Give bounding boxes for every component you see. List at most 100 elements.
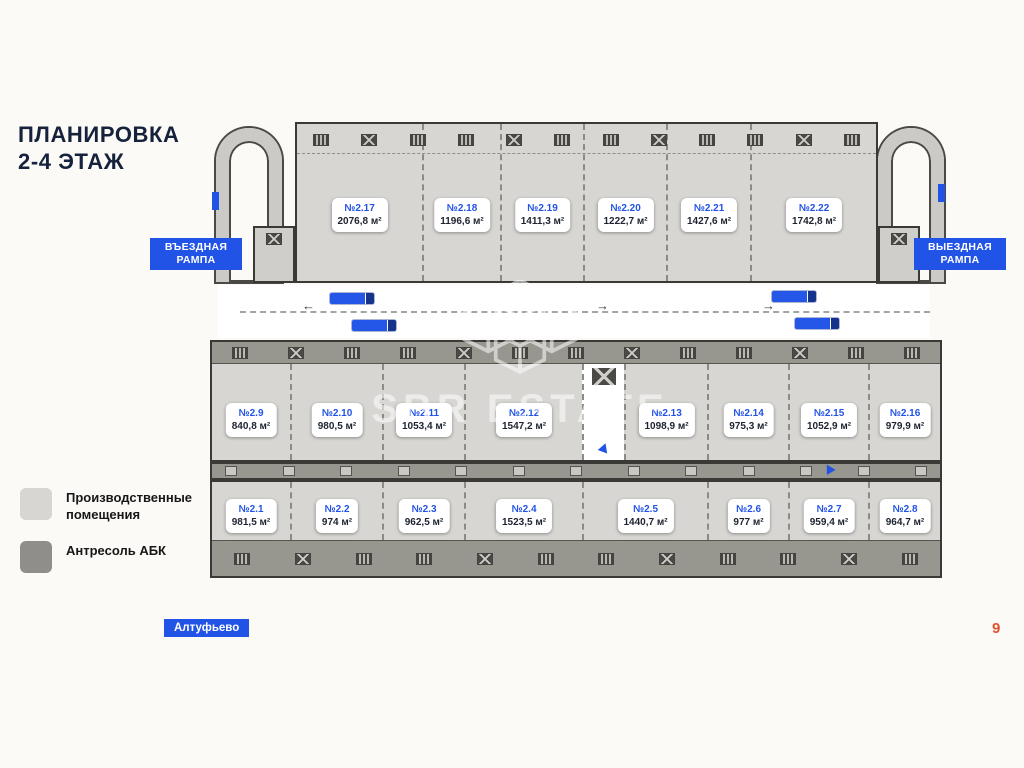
unit-area: 1440,7 м² (623, 516, 668, 528)
unit-number: №2.16 (889, 407, 921, 419)
stairs-icon (598, 552, 615, 565)
corridor (582, 364, 624, 460)
unit-number: №2.4 (511, 503, 537, 515)
unit-area: 1222,7 м² (603, 216, 648, 228)
corridor-strip (210, 462, 942, 480)
page-title: ПЛАНИРОВКА 2-4 ЭТАЖ (18, 122, 180, 176)
unit-number: №2.7 (816, 503, 842, 515)
unit-number: №2.3 (411, 503, 437, 515)
stairs-icon (537, 552, 554, 565)
truck-icon (772, 291, 816, 302)
elevator-icon (476, 552, 493, 565)
unit-area: 979,9 м² (885, 420, 925, 432)
unit-number: №2.18 (446, 203, 478, 215)
door-icon (685, 466, 697, 476)
unit-number: №2.19 (527, 203, 558, 215)
elevator-icon (456, 346, 472, 359)
unit-number: №2.21 (693, 203, 725, 215)
stairs-icon (901, 552, 918, 565)
unit-number: №2.8 (892, 503, 918, 515)
door-icon (800, 466, 812, 476)
door-icon (570, 466, 582, 476)
door-icon (915, 466, 927, 476)
legend-item-production: Производственные помещения (20, 488, 221, 524)
door-icon (340, 466, 352, 476)
stairs-icon (736, 346, 752, 359)
stairs-icon (568, 346, 584, 359)
stairs-icon (416, 552, 433, 565)
exit-ramp-label-line1: ВЫЕЗДНАЯ (927, 240, 993, 253)
door-icon (512, 466, 525, 476)
unit-area: 840,8 м² (231, 420, 271, 432)
door-icon (857, 466, 870, 476)
unit-number: №2.13 (651, 407, 682, 419)
exit-ramp-label: ВЫЕЗДНАЯ РАМПА (914, 238, 1006, 270)
elevator-icon (792, 346, 808, 359)
unit-area: 2076,8 м² (337, 216, 382, 228)
elevator-icon (891, 233, 907, 245)
truck-icon (352, 320, 396, 331)
legend-swatch-production (20, 488, 52, 520)
stairs-icon (344, 346, 360, 359)
unit-number: №2.1 (238, 503, 264, 515)
door-icon (627, 466, 640, 476)
entry-ramp-label-line1: ВЪЕЗДНАЯ (164, 240, 228, 253)
unit-area: 962,5 м² (404, 516, 444, 528)
entry-ramp-label-line2: РАМПА (176, 254, 216, 266)
mezzanine-abk-strip (212, 540, 940, 576)
stairs-icon (400, 346, 416, 359)
unit-number: №2.6 (735, 503, 762, 515)
door-icon (455, 466, 467, 476)
elevator-icon (288, 346, 304, 359)
stairs-icon (780, 552, 797, 565)
unit-area: 1411,3 м² (520, 216, 565, 228)
stairs-icon (232, 346, 248, 359)
stairs-icon (904, 346, 920, 359)
unit-number: №2.22 (798, 203, 830, 215)
unit-number: №2.15 (813, 407, 845, 419)
elevator-icon (840, 552, 857, 565)
page-number: 9 (992, 620, 1001, 637)
road-center-line (240, 311, 930, 313)
unit-area: 974 м² (321, 516, 353, 528)
direction-arrow-icon: → (596, 298, 609, 313)
service-room (253, 226, 295, 283)
unit-area: 1053,4 м² (401, 420, 447, 432)
door-icon (225, 466, 237, 476)
stairs-icon (234, 552, 251, 565)
legend-label-production: Производственные помещения (66, 490, 193, 522)
elevator-icon (624, 346, 640, 359)
exit-ramp-label-line2: РАМПА (940, 254, 980, 266)
unit-area: 1427,6 м² (686, 216, 732, 228)
unit-number: №2.10 (321, 407, 353, 419)
